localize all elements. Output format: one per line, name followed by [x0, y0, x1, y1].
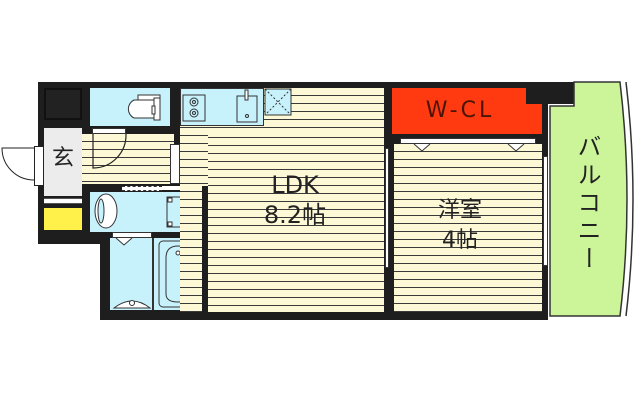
balcony-label: バルコニー [573, 134, 601, 274]
sliding-door-ldk-western[interactable] [385, 148, 389, 268]
balcony-area [549, 81, 634, 317]
western-room-size-label: 4帖 [442, 228, 478, 253]
closet-doors[interactable] [400, 138, 536, 144]
washroom-sliding-door[interactable] [122, 186, 162, 191]
closet-door-marker-icon [413, 143, 431, 152]
walk-in-closet [392, 88, 542, 134]
bathroom-partition [152, 238, 154, 310]
ldk-left-wall [202, 186, 208, 312]
shower-icon [112, 300, 152, 309]
exterior-blank-area-2 [0, 0, 38, 400]
stove-burner-icon [182, 94, 206, 122]
toilet-door-swing-icon [92, 133, 127, 169]
washbasin-icon [94, 193, 118, 229]
bathroom-door-marker-icon [115, 237, 133, 246]
ldk-label: LDK [271, 171, 319, 199]
pipe-shaft [44, 88, 82, 120]
refrigerator-space-icon [264, 88, 292, 116]
toilet-door[interactable] [92, 128, 126, 134]
shoe-cabinet-shelf [44, 198, 82, 204]
ldk-door-frame[interactable] [170, 144, 180, 184]
western-room-floor [394, 144, 542, 312]
closet-door-marker-icon [507, 143, 525, 152]
western-room-label: 洋室 [437, 198, 482, 223]
shoe-cabinet [44, 208, 82, 230]
entrance-floor [44, 128, 82, 196]
ldk-main-floor [208, 130, 384, 312]
bathroom-door[interactable] [112, 232, 152, 238]
front-door-swing-icon[interactable] [0, 146, 40, 186]
balcony-window[interactable] [543, 156, 548, 266]
walk-in-closet-label: W-CL [425, 98, 495, 123]
toilet-icon [127, 94, 161, 121]
entrance-label: 玄 [51, 146, 74, 171]
front-door-frame [34, 146, 44, 186]
ldk-size-label: 8.2帖 [263, 201, 327, 229]
kitchen-sink-icon [236, 89, 258, 123]
hallway-floor [82, 134, 174, 184]
closet-corner-wall [526, 82, 574, 104]
